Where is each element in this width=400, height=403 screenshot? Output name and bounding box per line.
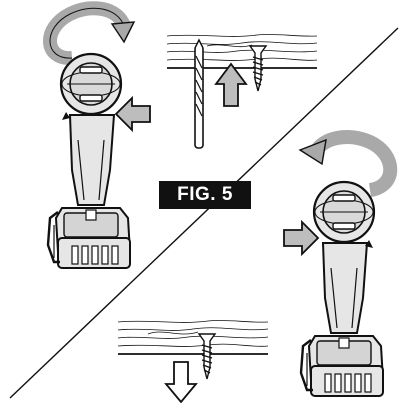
down-arrow-icon [164, 361, 198, 403]
screw-bottom-icon [197, 333, 217, 380]
forward-panel [43, 1, 318, 270]
up-arrow-icon [214, 62, 248, 107]
figure-label: FIG. 5 [159, 181, 251, 209]
drill-reverse [299, 180, 385, 398]
wood-board-bottom [117, 320, 269, 355]
counterclockwise-rotation-arrow [298, 130, 398, 197]
panel-divider [9, 27, 399, 399]
clockwise-rotation-arrow [43, 1, 136, 65]
push-left-arrow [114, 95, 151, 133]
push-right-arrow [283, 219, 320, 257]
drill-bit-icon [194, 38, 204, 149]
